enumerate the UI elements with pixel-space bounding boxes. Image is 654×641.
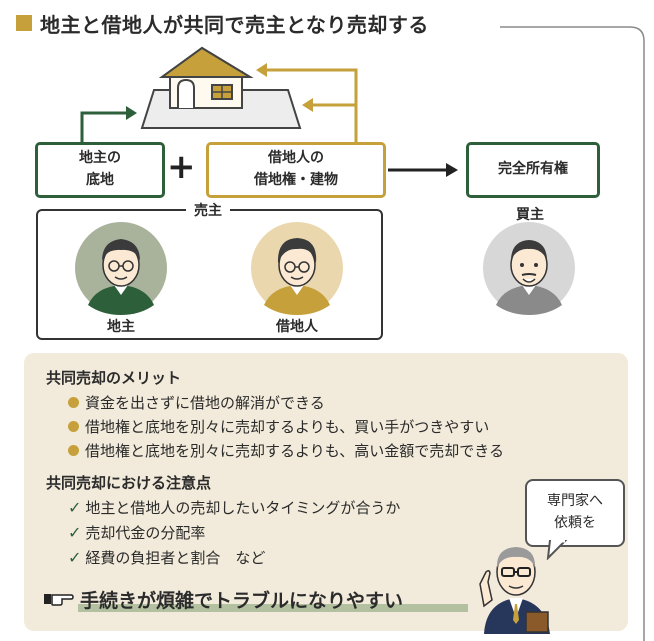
buyer-avatar xyxy=(483,222,575,315)
caution-item: ✓経費の負担者と割合 など xyxy=(68,547,265,568)
merit-text: 借地権と底地を別々に売却するよりも、買い手がつきやすい xyxy=(85,418,490,436)
bullet-dot xyxy=(68,397,79,408)
check-icon: ✓ xyxy=(68,523,82,542)
merit-text: 借地権と底地を別々に売却するよりも、高い金額で売却できる xyxy=(85,442,504,460)
check-icon: ✓ xyxy=(68,548,82,567)
caution-text: 売却代金の分配率 xyxy=(85,524,206,542)
landowner-box: 地主の底地 xyxy=(35,142,165,198)
conclusion-text: 手続きが煩雑でトラブルになりやすい xyxy=(80,590,404,612)
title-marker xyxy=(16,15,32,31)
tenant-label: 借地人 xyxy=(276,319,318,335)
plus-sign: + xyxy=(167,147,196,187)
pointing-hand-icon xyxy=(44,594,74,606)
bullet-dot xyxy=(68,445,79,456)
bubble-line1: 専門家へ xyxy=(547,493,603,510)
buyer-box: 完全所有権 xyxy=(466,142,600,198)
landowner-avatar xyxy=(75,222,167,315)
page-title: 地主と借地人が共同で売主となり売却する xyxy=(40,13,429,37)
tenant-avatar xyxy=(251,222,343,315)
caution-item: ✓売却代金の分配率 xyxy=(68,522,205,543)
merit-item: 資金を出さずに借地の解消ができる xyxy=(68,392,325,413)
bubble-tail xyxy=(546,540,568,560)
landowner-label: 地主 xyxy=(107,319,135,335)
bullet-dot xyxy=(68,421,79,432)
advice-bubble: 専門家へ 依頼を xyxy=(525,479,625,547)
conclusion-highlight xyxy=(78,604,468,612)
caution-item: ✓地主と借地人の売却したいタイミングが合うか xyxy=(68,497,400,518)
caution-text: 地主と借地人の売却したいタイミングが合うか xyxy=(85,499,401,517)
merit-item: 借地権と底地を別々に売却するよりも、買い手がつきやすい xyxy=(68,416,489,437)
caution-text: 経費の負担者と割合 など xyxy=(85,549,266,567)
buyer-box-label: 完全所有権 xyxy=(498,161,568,178)
landowner-box-line1: 地主の xyxy=(79,150,121,167)
bubble-line2: 依頼を xyxy=(554,515,596,531)
landowner-box-line2: 底地 xyxy=(86,172,114,188)
sellers-label-wrap: 売主 xyxy=(178,200,238,220)
cautions-heading: 共同売却における注意点 xyxy=(46,474,212,492)
tenant-box-line1: 借地人の xyxy=(268,150,324,167)
tenant-box-line2: 借地権・建物 xyxy=(254,172,338,188)
buyer-label: 買主 xyxy=(516,207,544,223)
sellers-label: 売主 xyxy=(186,203,230,219)
tenant-box: 借地人の借地権・建物 xyxy=(206,142,386,198)
check-icon: ✓ xyxy=(68,498,82,517)
merit-text: 資金を出さずに借地の解消ができる xyxy=(85,394,325,412)
expert-avatar xyxy=(479,547,550,634)
house-icon xyxy=(140,46,302,129)
merits-heading: 共同売却のメリット xyxy=(46,369,182,387)
merit-item: 借地権と底地を別々に売却するよりも、高い金額で売却できる xyxy=(68,440,504,461)
